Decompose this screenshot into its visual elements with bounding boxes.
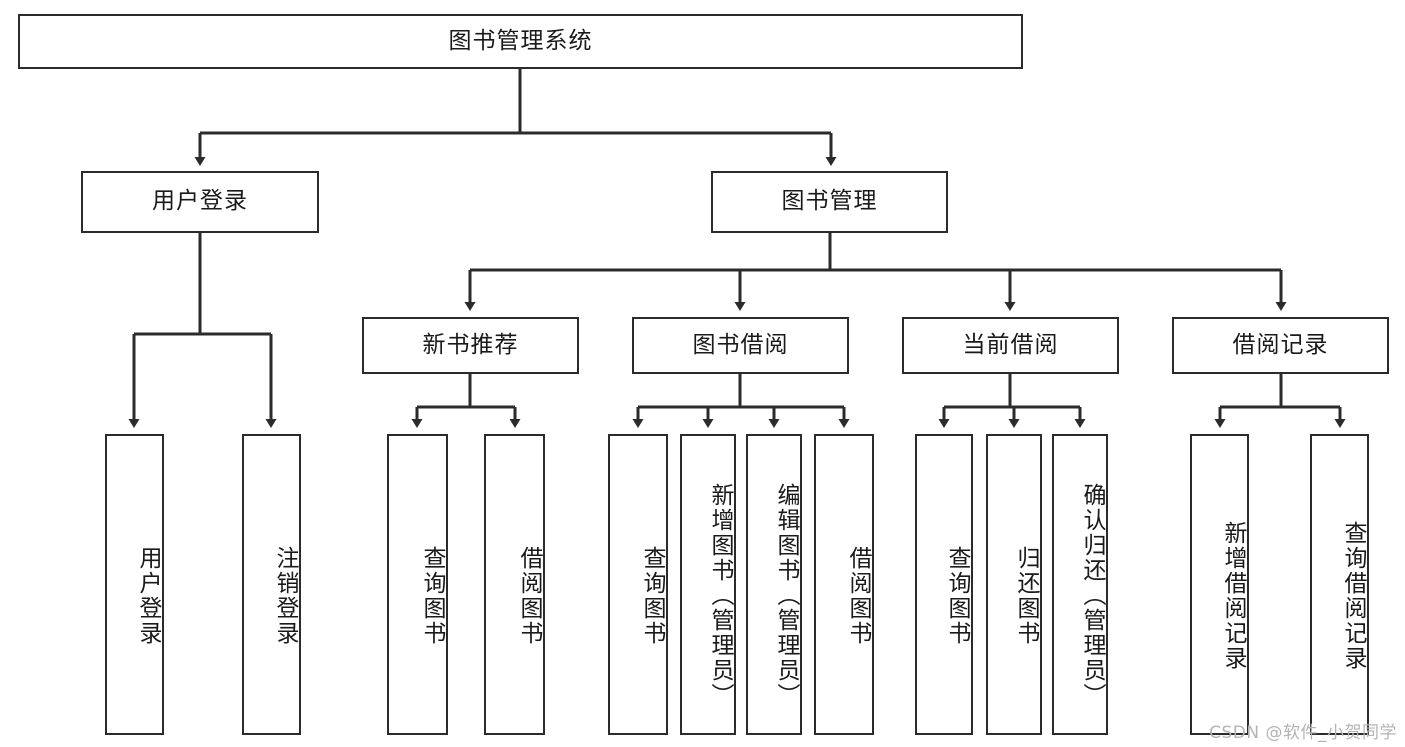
node-label: 归还图书 <box>1013 545 1039 646</box>
node-label: 新书推荐 <box>422 331 519 358</box>
leaf-recommend-borrow-book[interactable]: 借阅图书 <box>484 434 545 735</box>
node-user-login[interactable]: 用户登录 <box>81 171 319 233</box>
node-label: 图书管理 <box>781 188 878 215</box>
node-label: 借阅记录 <box>1232 331 1329 358</box>
node-label: 借阅图书 <box>845 545 871 646</box>
node-label: 借阅图书 <box>516 545 542 646</box>
node-label: 新增借阅记录 <box>1220 520 1246 671</box>
node-label: 查询图书 <box>419 545 445 646</box>
leaf-user-login-login[interactable]: 用户登录 <box>105 434 164 735</box>
node-label: 图书管理系统 <box>448 27 593 54</box>
node-label: 编辑图书（管理员） <box>773 483 799 708</box>
node-label: 图书借阅 <box>692 331 789 358</box>
leaf-user-login-logout[interactable]: 注销登录 <box>242 434 301 735</box>
node-borrow-record[interactable]: 借阅记录 <box>1172 317 1389 374</box>
node-book-borrow[interactable]: 图书借阅 <box>632 317 849 374</box>
node-root-system[interactable]: 图书管理系统 <box>18 14 1023 69</box>
node-label: 查询借阅记录 <box>1340 520 1366 671</box>
node-label: 确认归还（管理员） <box>1079 483 1105 708</box>
node-label: 查询图书 <box>944 545 970 646</box>
node-label: 用户登录 <box>152 188 248 215</box>
leaf-record-query-record[interactable]: 查询借阅记录 <box>1310 434 1369 735</box>
leaf-borrow-edit-book[interactable]: 编辑图书（管理员） <box>746 434 802 735</box>
leaf-current-query-book[interactable]: 查询图书 <box>915 434 973 735</box>
leaf-borrow-query-book[interactable]: 查询图书 <box>608 434 668 735</box>
leaf-recommend-query-book[interactable]: 查询图书 <box>387 434 448 735</box>
leaf-record-add-record[interactable]: 新增借阅记录 <box>1190 434 1249 735</box>
node-label: 新增图书（管理员） <box>707 483 733 708</box>
node-label: 查询图书 <box>639 545 665 646</box>
node-label: 当前借阅 <box>962 331 1059 358</box>
csdn-watermark: CSDN @软件_小贺同学 <box>1209 723 1397 743</box>
node-book-management[interactable]: 图书管理 <box>711 171 948 233</box>
node-new-book-recommend[interactable]: 新书推荐 <box>362 317 579 374</box>
leaf-borrow-add-book[interactable]: 新增图书（管理员） <box>680 434 736 735</box>
node-current-borrow[interactable]: 当前借阅 <box>902 317 1119 374</box>
leaf-current-return-book[interactable]: 归还图书 <box>986 434 1042 735</box>
node-label: 注销登录 <box>272 545 298 646</box>
leaf-borrow-borrow-book[interactable]: 借阅图书 <box>814 434 874 735</box>
node-label: 用户登录 <box>135 545 161 646</box>
leaf-current-confirm-return[interactable]: 确认归还（管理员） <box>1052 434 1108 735</box>
